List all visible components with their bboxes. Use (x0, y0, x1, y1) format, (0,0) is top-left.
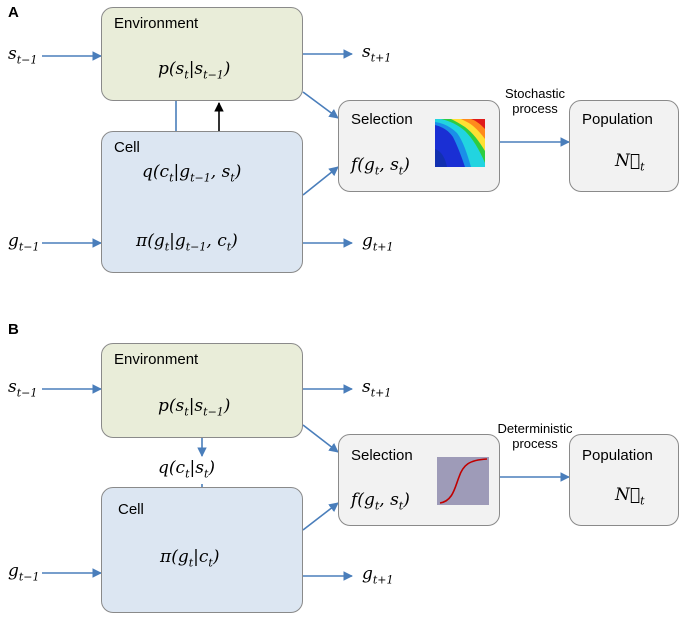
cell-title-b: Cell (118, 501, 144, 518)
cell-q-formula-a: q(ct|gt−1, st) (142, 162, 242, 185)
population-box-b: Population N⃗t (569, 434, 679, 526)
process-label-a-line1: Stochastic (505, 86, 565, 101)
arrow-env-to-selection-b (302, 424, 339, 453)
environment-box-b: Environment p(st|st−1) (101, 343, 303, 438)
population-box-a: Population N⃗t (569, 100, 679, 192)
population-title-b: Population (582, 447, 653, 464)
process-label-b: Deterministic process (490, 421, 580, 451)
panel-a-letter: A (8, 4, 19, 21)
output-g-next-b: gt+1 (362, 564, 394, 587)
output-s-next-b: st+1 (362, 377, 392, 400)
selection-title-a: Selection (351, 111, 413, 128)
sigmoid-curve-icon (437, 457, 489, 505)
process-label-b-line1: Deterministic (497, 421, 573, 436)
panel-b-letter: B (8, 321, 19, 338)
selection-box-a: Selection f(gt, st) (338, 100, 500, 192)
selection-formula-a: f(gt, st) (351, 155, 410, 178)
input-s-prev-a: st−1 (8, 44, 38, 67)
population-title-a: Population (582, 111, 653, 128)
selection-box-b: Selection f(gt, st) (338, 434, 500, 526)
environment-title-b: Environment (114, 351, 199, 368)
cell-pi-formula-b: π(gt|ct) (160, 547, 220, 570)
output-s-next-a: st+1 (362, 42, 392, 65)
contour-heatmap-icon (435, 119, 485, 167)
arrow-cell-to-selection-a (302, 166, 339, 196)
population-formula-b: N⃗t (615, 485, 645, 508)
selection-title-b: Selection (351, 447, 413, 464)
cell-box-a: Cell q(ct|gt−1, st) π(gt|gt−1, ct) (101, 131, 303, 273)
arrow-cell-to-selection-b (302, 502, 339, 531)
environment-box-a: Environment p(st|st−1) (101, 7, 303, 101)
process-label-a: Stochastic process (500, 86, 570, 116)
input-s-prev-b: st−1 (8, 377, 38, 400)
environment-formula-b: p(st|st−1) (158, 396, 231, 419)
input-g-prev-a: gt−1 (8, 231, 40, 254)
arrow-env-to-selection-a (302, 91, 339, 119)
cell-box-b: Cell π(gt|ct) (101, 487, 303, 613)
environment-formula-a: p(st|st−1) (158, 59, 231, 82)
process-label-b-line2: process (512, 436, 558, 451)
process-label-a-line2: process (512, 101, 558, 116)
cell-pi-formula-a: π(gt|gt−1, ct) (136, 231, 238, 254)
cell-title-a: Cell (114, 139, 140, 156)
output-g-next-a: gt+1 (362, 231, 394, 254)
q-formula-b: q(ct|st) (158, 458, 216, 481)
selection-formula-b: f(gt, st) (351, 490, 410, 513)
environment-title-a: Environment (114, 15, 199, 32)
population-formula-a: N⃗t (615, 151, 645, 174)
input-g-prev-b: gt−1 (8, 561, 40, 584)
